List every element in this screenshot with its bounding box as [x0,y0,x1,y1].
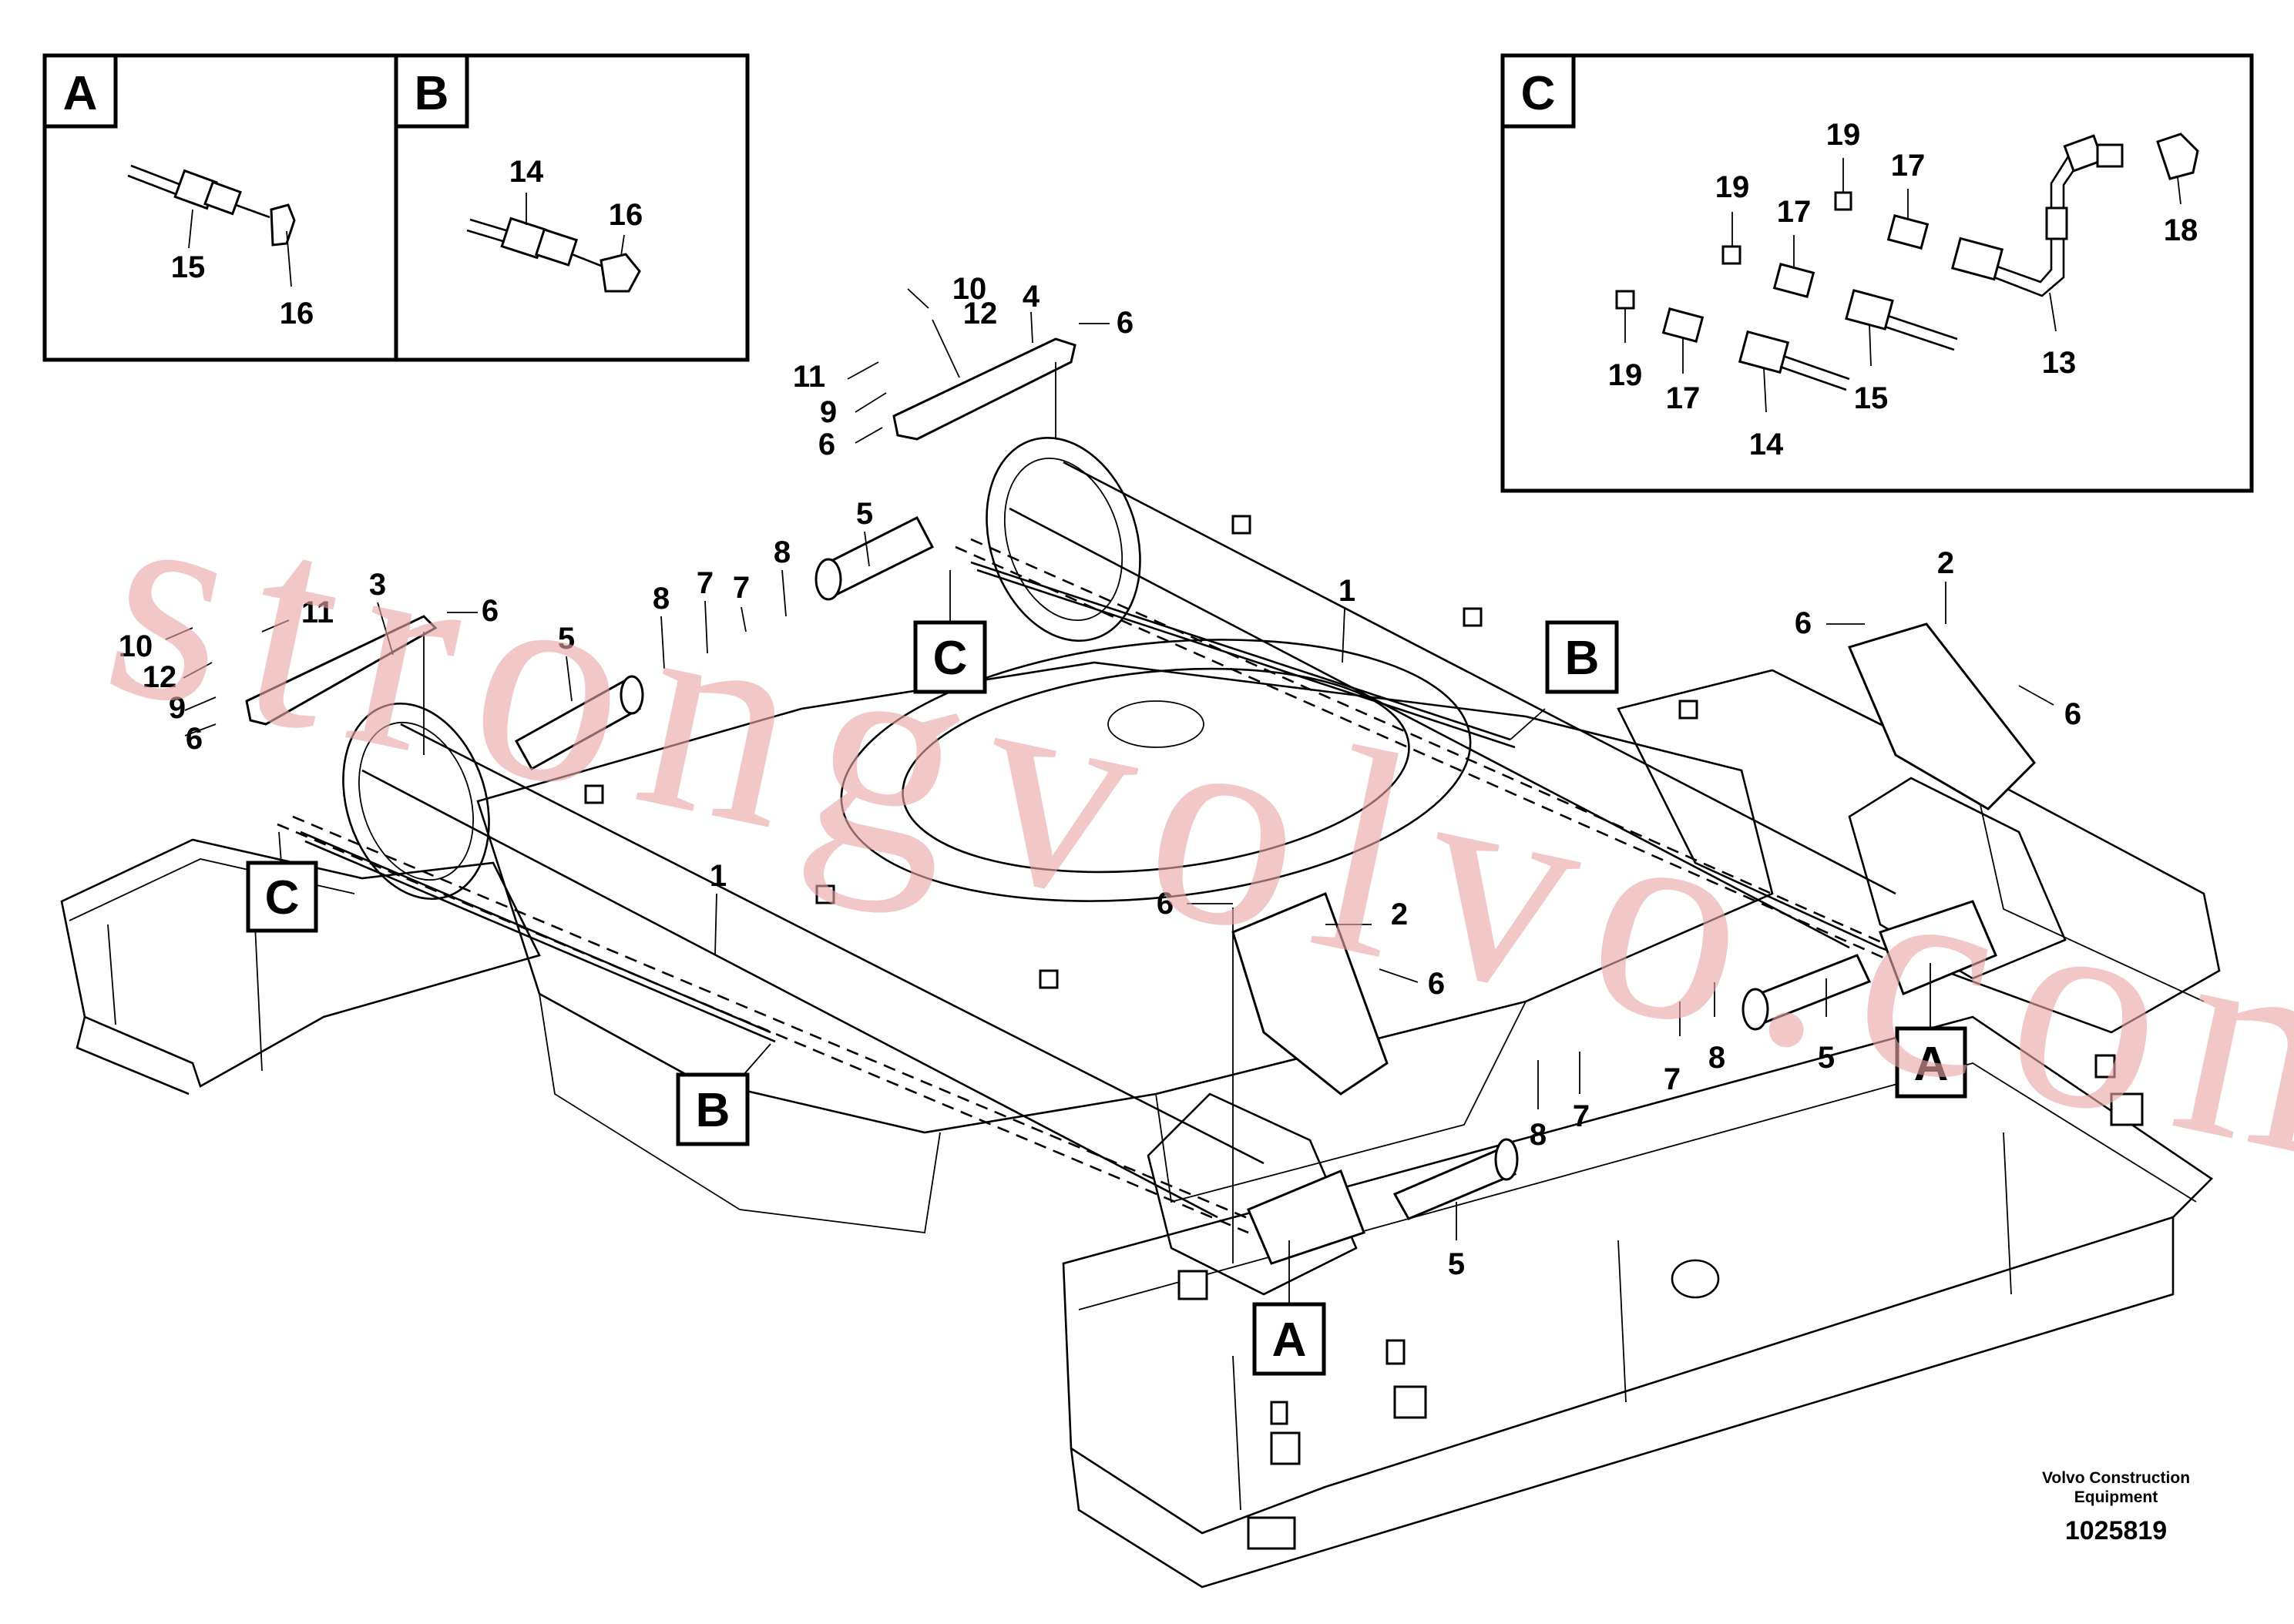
inset-c-frame: C 19 17 19 17 19 17 14 [1500,53,2254,493]
view-tag-b-right: B [1565,632,1600,685]
view-tag-c-left: C [265,871,300,924]
inset-c-callout-19c: 19 [1608,358,1643,392]
callout-6-right: 6 [2064,697,2081,731]
footer-drawing-code: 1025819 [2065,1516,2167,1545]
brackets [245,337,2036,1096]
callout-10-left: 10 [119,629,153,663]
callout-2-right: 2 [1937,546,1954,580]
callout-2-mid: 2 [1391,898,1408,931]
inset-c-callout-15: 15 [1854,381,1889,415]
inset-b-tag: B [415,67,449,120]
inset-c-callout-17b: 17 [1777,195,1812,229]
inset-c-callout-17a: 17 [1891,149,1926,183]
inset-c-callout-19b: 19 [1715,170,1750,204]
undercarriage-drawing [60,436,2221,1589]
callout-7-front: 7 [1573,1099,1590,1133]
inset-c-tag: C [1521,67,1556,120]
inset-a-frame: A 15 16 [42,53,398,362]
main-callouts: 10 12 4 6 11 9 6 3 6 11 10 12 9 6 5 8 7 … [119,272,2081,1281]
view-tag-a-front: A [1272,1314,1307,1367]
callout-8-front: 8 [1530,1118,1547,1152]
inset-c-callout-13: 13 [2042,346,2077,380]
view-tag-b-left: B [696,1084,731,1137]
inset-b-callout-14: 14 [509,155,544,189]
callout-11-left: 11 [301,596,334,629]
inset-c-callout-19a: 19 [1826,118,1861,152]
callout-12-top: 12 [963,297,998,331]
callout-9-top: 9 [820,395,837,429]
hose-routes [277,538,1912,1234]
pins-and-cylinders [514,515,1997,1265]
callout-6-mid: 6 [1157,887,1174,921]
callout-6-left-lower: 6 [186,722,203,756]
callout-5-upper: 5 [856,497,873,531]
callout-8-right: 8 [1708,1041,1725,1075]
callout-6-mid-right: 6 [1428,967,1445,1001]
view-tag-a-right: A [1914,1038,1949,1091]
callout-6-right-top: 6 [1795,606,1812,640]
callout-5-left: 5 [558,622,575,656]
inset-c-callout-18: 18 [2164,213,2198,247]
callout-6-left: 6 [482,594,499,628]
inset-a-callout-15: 15 [171,250,206,284]
callout-5-front: 5 [1448,1247,1465,1281]
callout-7-right: 7 [1664,1062,1681,1096]
callout-1-left: 1 [710,859,727,893]
callout-4: 4 [1023,280,1040,314]
callout-8-upper-left: 8 [653,582,670,616]
callout-9-left: 9 [169,691,186,725]
footer-block: Volvo Construction Equipment 1025819 [2042,1469,2190,1545]
callout-11-top: 11 [793,360,825,394]
footer-company-line1: Volvo Construction [2042,1469,2190,1487]
callout-7-upper-left: 7 [697,566,714,600]
callout-1-right: 1 [1338,574,1355,608]
inset-c-callout-17c: 17 [1666,381,1701,415]
footer-company-line2: Equipment [2074,1488,2158,1506]
callout-7-upper: 7 [733,571,750,605]
callout-6-top: 6 [1117,306,1134,340]
inset-b-callout-16: 16 [609,198,643,232]
view-tags: C C B B A A [246,570,1967,1376]
watermark-text: strongvolvo.com [84,430,2294,1240]
inset-a-callout-16: 16 [280,297,314,331]
callout-12-left: 12 [143,660,177,694]
callout-3: 3 [369,568,386,602]
callout-5-right: 5 [1818,1041,1835,1075]
callout-10-top: 10 [952,272,987,306]
inset-b-frame: B 14 16 [394,53,750,362]
inset-a-tag: A [63,67,98,120]
callout-8-upper: 8 [774,535,791,569]
callout-6-top-left: 6 [818,428,835,461]
inset-c-callout-14: 14 [1749,428,1784,461]
view-tag-c-upper: C [933,632,968,685]
